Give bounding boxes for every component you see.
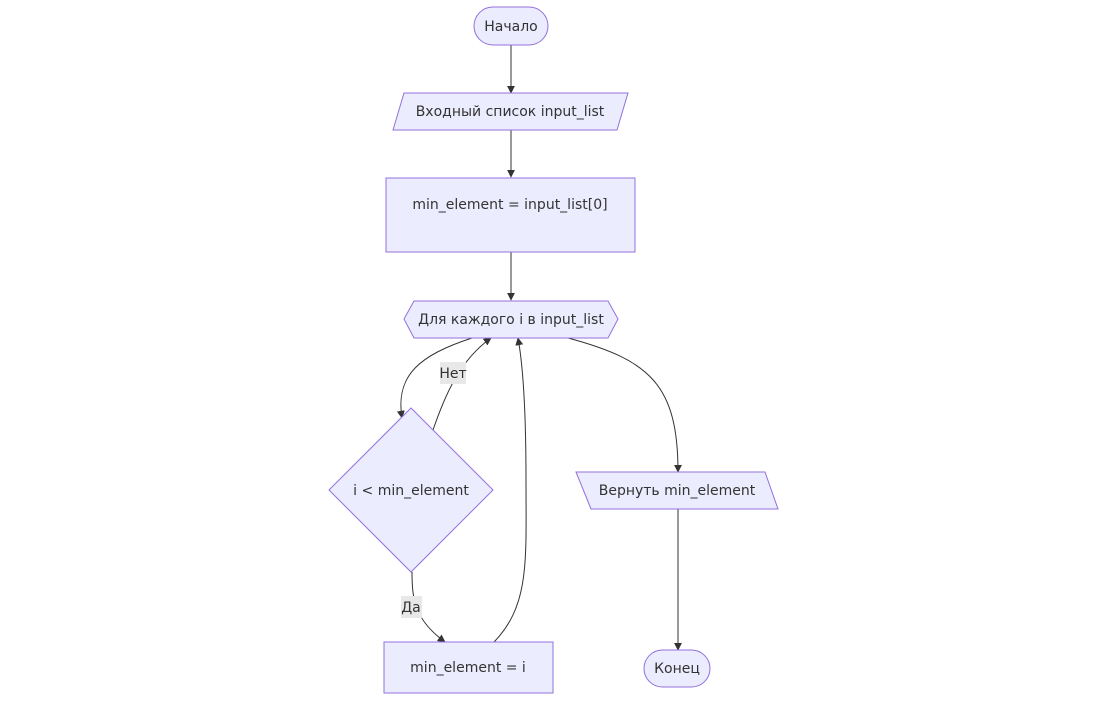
edge-label-yes: Да bbox=[401, 596, 422, 618]
edge-label-no: Нет bbox=[439, 362, 467, 384]
node-condition-label: i < min_element bbox=[353, 483, 469, 499]
node-input-label: Входный список input_list bbox=[416, 104, 605, 120]
edge-assign-to-loop bbox=[493, 337, 527, 643]
node-loop-label: Для каждого i в input_list bbox=[418, 312, 604, 328]
node-end-label: Конец bbox=[654, 661, 700, 677]
node-loop: Для каждого i в input_list bbox=[403, 300, 619, 339]
edge-loop-to-return bbox=[567, 337, 682, 473]
node-end: Конец bbox=[643, 649, 711, 688]
edge-loop-to-condition bbox=[396, 337, 473, 419]
edge-label-no-text: Нет bbox=[439, 366, 466, 382]
node-start-label: Начало bbox=[484, 19, 537, 35]
edge-label-yes-text: Да bbox=[401, 600, 421, 616]
node-assign-label: min_element = i bbox=[410, 660, 526, 676]
node-assign: min_element = i bbox=[383, 641, 554, 694]
node-input: Входный список input_list bbox=[392, 92, 629, 131]
node-condition: i < min_element bbox=[328, 407, 494, 573]
node-start: Начало bbox=[473, 6, 549, 46]
node-init: min_element = input_list[0] bbox=[385, 177, 636, 253]
node-return: Вернуть min_element bbox=[575, 471, 779, 510]
node-return-label: Вернуть min_element bbox=[599, 483, 756, 499]
node-init-label: min_element = input_list[0] bbox=[412, 197, 607, 213]
